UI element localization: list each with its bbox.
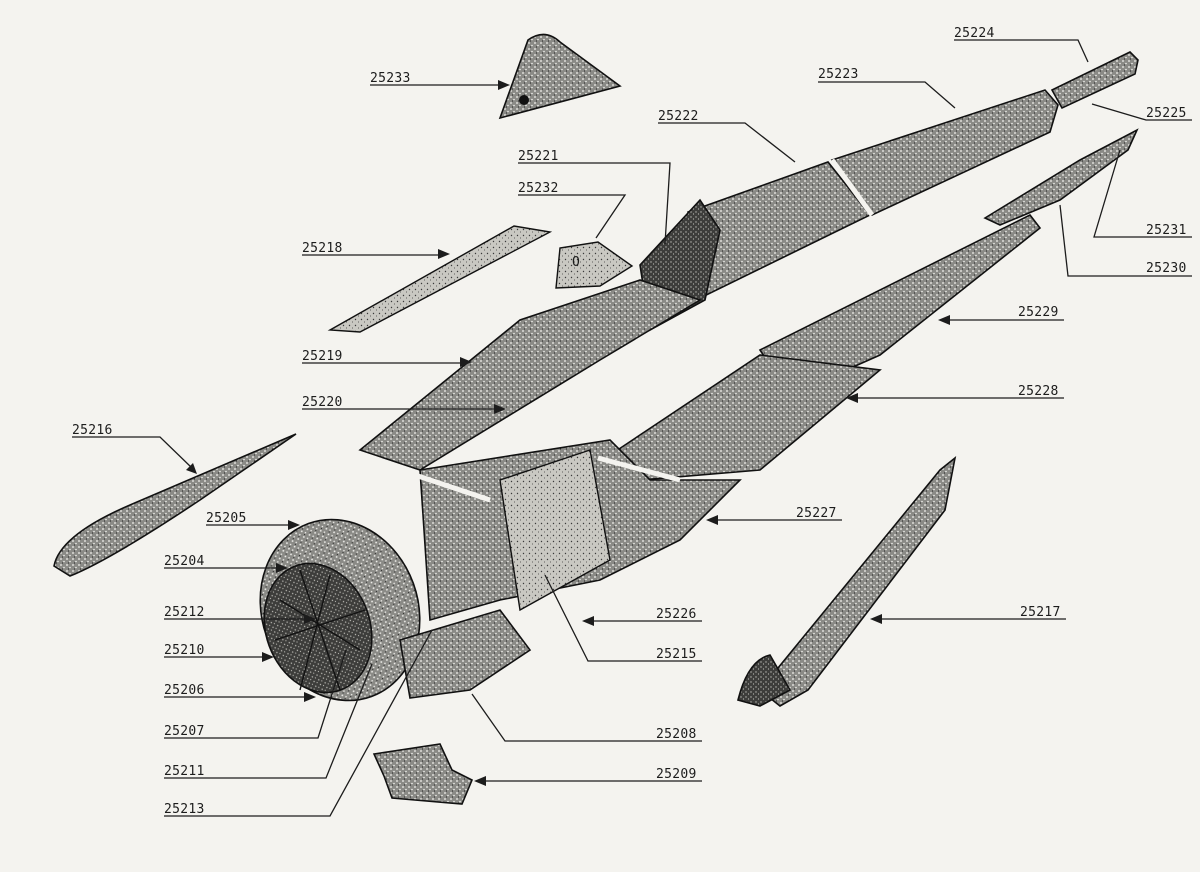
part-nose-spokes — [274, 569, 366, 691]
label-25217: 25217 — [1020, 605, 1061, 620]
fuselage-drawing — [259, 51, 1139, 702]
label-25225: 25225 — [1146, 106, 1187, 121]
label-25212: 25212 — [164, 605, 205, 620]
fin-tip-hole — [519, 95, 529, 105]
label-25230: 25230 — [1146, 261, 1187, 276]
label-25206: 25206 — [164, 683, 205, 698]
label-25219: 25219 — [302, 349, 343, 364]
label-25210: 25210 — [164, 643, 205, 658]
label-25228: 25228 — [1018, 384, 1059, 399]
label-25215: 25215 — [656, 647, 697, 662]
label-25231: 25231 — [1146, 223, 1187, 238]
label-25224: 25224 — [954, 26, 995, 41]
part-fin-tip — [498, 33, 622, 120]
label-25211: 25211 — [164, 764, 205, 779]
label-25209: 25209 — [656, 767, 697, 782]
part-fairing-tip — [737, 654, 792, 707]
part-side-panel — [499, 449, 611, 612]
part-strip — [327, 225, 553, 333]
part-mid-lower-skin — [608, 354, 882, 481]
label-25213: 25213 — [164, 802, 205, 817]
label-25218: 25218 — [302, 241, 343, 256]
part-leading-edge — [53, 433, 297, 577]
label-25220: 25220 — [302, 395, 343, 410]
label-25205: 25205 — [206, 511, 247, 526]
label-25223: 25223 — [818, 67, 859, 82]
label-25222: 25222 — [658, 109, 699, 124]
label-25229: 25229 — [1018, 305, 1059, 320]
label-25226: 25226 — [656, 607, 697, 622]
label-25233: 25233 — [370, 71, 411, 86]
label-25208: 25208 — [656, 727, 697, 742]
label-25227: 25227 — [796, 506, 837, 521]
label-25232: 25232 — [518, 181, 559, 196]
fitting-mark: O — [572, 255, 580, 270]
part-belly-fairing — [399, 609, 532, 699]
part-dorsal-strip — [983, 128, 1139, 226]
part-small-fitting — [555, 241, 634, 289]
part-nose-frame — [263, 562, 373, 694]
part-tail-cone — [1050, 51, 1139, 110]
callouts: 25224 25223 25225 25233 25222 25221 2523… — [72, 26, 1192, 817]
part-fairing — [758, 456, 957, 707]
part-small-plate — [372, 743, 474, 805]
label-25221: 25221 — [518, 149, 559, 164]
label-25204: 25204 — [164, 554, 205, 569]
label-25207: 25207 — [164, 724, 205, 739]
label-25216: 25216 — [72, 423, 113, 438]
